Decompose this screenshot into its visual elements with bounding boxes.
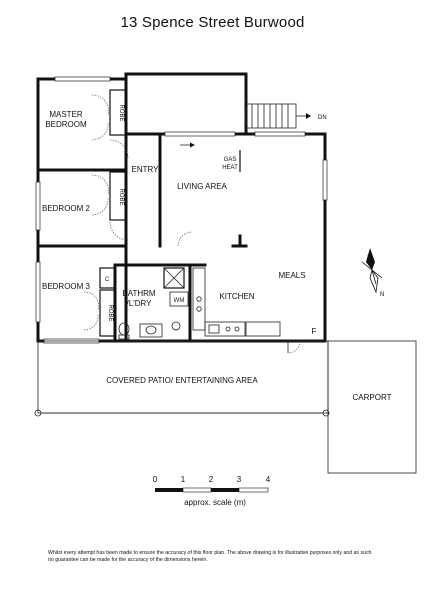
entry-arrow xyxy=(180,142,195,148)
doors xyxy=(83,94,301,354)
label-robe-master: ROBE xyxy=(118,104,124,121)
label-gas-heat-1: GAS xyxy=(224,157,237,163)
stairs xyxy=(245,103,311,129)
plan-title: 13 Spence Street Burwood xyxy=(120,14,305,31)
north-arrow-icon xyxy=(361,248,383,294)
scale-caption: approx. scale (m) xyxy=(184,498,246,507)
label-bathroom-2: /L'DRY xyxy=(127,299,153,308)
robes xyxy=(99,89,127,337)
label-bedroom-3: BEDROOM 3 xyxy=(42,282,91,291)
label-robe-bedroom2: ROBE xyxy=(118,188,124,205)
label-bedroom-2: BEDROOM 2 xyxy=(42,204,91,213)
label-dn: DN xyxy=(318,115,327,121)
label-master-bedroom-1: MASTER xyxy=(49,110,83,119)
label-wm: WM xyxy=(174,298,185,304)
label-gas-heat-2: HEAT xyxy=(222,165,238,171)
label-living-area: LIVING AREA xyxy=(177,182,227,191)
label-meals: MEALS xyxy=(278,271,305,280)
label-carport: CARPORT xyxy=(353,393,392,402)
scale-tick-4: 4 xyxy=(266,475,271,484)
scale-bar xyxy=(155,487,269,493)
label-kitchen: KITCHEN xyxy=(219,292,254,301)
label-c: C xyxy=(105,277,110,283)
label-master-bedroom-2: BEDROOM xyxy=(45,120,87,129)
label-bathroom-1: BATHRM xyxy=(122,289,156,298)
label-robe-bedroom3: ROBE xyxy=(107,304,113,321)
scale-tick-0: 0 xyxy=(153,475,158,484)
label-patio: COVERED PATIO/ ENTERTAINING AREA xyxy=(106,376,258,385)
label-entry: ENTRY xyxy=(132,165,160,174)
outdoor-areas xyxy=(34,340,417,474)
scale-tick-1: 1 xyxy=(181,475,186,484)
north-label: N xyxy=(380,292,384,298)
disclaimer-text: Whilst every attempt has been made to en… xyxy=(48,550,372,563)
label-f: F xyxy=(312,327,317,336)
fixtures xyxy=(118,150,281,340)
scale-tick-3: 3 xyxy=(237,475,242,484)
scale-tick-2: 2 xyxy=(209,475,214,484)
